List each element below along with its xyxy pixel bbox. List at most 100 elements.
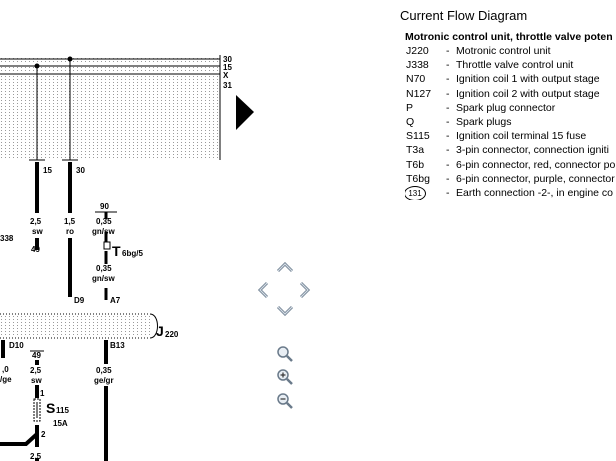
fuse-sub-label: 115 xyxy=(56,406,69,415)
legend-desc: 6-pin connector, purple, connector xyxy=(456,172,615,185)
legend-desc: Throttle valve control unit xyxy=(456,59,574,72)
legend-item: Q-Spark plugs xyxy=(405,115,616,129)
legend-code: N70 xyxy=(406,73,426,86)
legend-item: P-Spark plug connector xyxy=(405,101,616,115)
legend-desc: Spark plugs xyxy=(456,115,512,128)
legend-item: 131 -Earth connection -2-, in engine co xyxy=(405,185,616,201)
legend-dash: - xyxy=(446,186,450,199)
pin-label: A7 xyxy=(110,296,121,305)
bus-label-15: 15 xyxy=(223,63,232,72)
earth-connection-icon: 131 xyxy=(405,185,426,201)
wire-size-label: ,0 xyxy=(2,365,9,374)
wire-size-label: 2,5 xyxy=(30,366,42,375)
legend-desc: Spark plug connector xyxy=(456,101,556,114)
legend-desc: Ignition coil terminal 15 fuse xyxy=(456,130,587,143)
fuse-pin-label: 1 xyxy=(40,389,45,398)
zoom-fit-button[interactable] xyxy=(276,345,294,363)
chevron-left-icon xyxy=(257,281,269,299)
legend-item: N70 -Ignition coil 1 with output stage xyxy=(405,72,616,86)
terminal-label-15: 15 xyxy=(43,166,52,175)
legend-desc: Ignition coil 1 with output stage xyxy=(456,73,600,86)
legend-code: S115 xyxy=(406,130,430,143)
legend-dash: - xyxy=(446,87,450,100)
zoom-out-icon xyxy=(277,393,293,409)
zoom-in-button[interactable] xyxy=(276,368,294,386)
terminal-label-90: 90 xyxy=(100,202,109,211)
component-label-j338: 338 xyxy=(0,234,14,243)
legend-code: T6bg xyxy=(406,172,430,185)
triangle-right-icon[interactable] xyxy=(236,95,254,130)
chevron-up-icon xyxy=(276,261,294,273)
wire-lower-left: D10 ,0 /ge xyxy=(0,340,24,384)
fuse-rating-label: 15A xyxy=(53,419,68,428)
legend-desc: 6-pin connector, red, connector po xyxy=(456,158,616,171)
legend-dash: - xyxy=(446,144,450,157)
legend-item: T3a -3-pin connector, connection igniti xyxy=(405,143,616,157)
relay-panel-top xyxy=(0,58,220,158)
pan-down-button[interactable] xyxy=(276,305,294,317)
wire-size-label: 0,35 xyxy=(96,264,112,273)
wire-size-label: 2,5 xyxy=(30,217,42,226)
wire-mid: 30 1,5 ro D9 xyxy=(64,162,85,305)
control-unit-j220: J 220 xyxy=(0,313,179,339)
chevron-down-icon xyxy=(276,305,294,317)
pin-label: B13 xyxy=(110,341,125,350)
connector-t6bg xyxy=(103,241,111,250)
legend-code: 131 xyxy=(405,185,426,201)
bus-label-31: 31 xyxy=(223,81,232,90)
zoom-fit-icon xyxy=(277,346,293,362)
wire-color-label: gn/sw xyxy=(92,274,115,283)
legend-code: J338 xyxy=(406,59,429,72)
legend-dash: - xyxy=(446,158,450,171)
zoom-out-button[interactable] xyxy=(276,392,294,410)
legend-dash: - xyxy=(446,45,450,57)
connector-label-t6bg: T xyxy=(112,243,121,259)
legend: Motronic control unit, throttle valve po… xyxy=(405,30,616,201)
component-sub-label: 220 xyxy=(165,330,179,339)
legend-item: J338 -Throttle valve control unit xyxy=(405,58,616,72)
chevron-right-icon xyxy=(299,281,311,299)
bus-label-x: X xyxy=(223,71,229,80)
pan-right-button[interactable] xyxy=(299,281,311,299)
fuse-pin-label: 2 xyxy=(41,430,46,439)
legend-item: N127-Ignition coil 2 with output stage xyxy=(405,87,616,101)
wire-size-label: 1,5 xyxy=(64,217,76,226)
legend-heading: Motronic control unit, throttle valve po… xyxy=(405,31,613,43)
wire-color-label: sw xyxy=(31,376,42,385)
fuse-label-s115: S xyxy=(46,400,55,416)
wire-color-label: /ge xyxy=(0,375,12,384)
legend-dash: - xyxy=(446,130,450,143)
pan-left-button[interactable] xyxy=(257,281,269,299)
wire-lower-right: B13 0,35 ge/gr xyxy=(94,340,125,461)
legend-dash: - xyxy=(446,172,450,185)
connector-sub-label: 6bg/5 xyxy=(122,249,143,258)
wire-fuse-branch: 49 2,5 sw 1 S 115 15A 2 2,5 xyxy=(0,350,69,461)
wire-color-label: ge/gr xyxy=(94,376,114,385)
wiring-diagram: 30 15 X 31 15 2,5 sw 49 338 30 1,5 ro D9 xyxy=(0,55,254,461)
legend-desc: Motronic control unit xyxy=(456,45,551,57)
legend-item: T6b -6-pin connector, red, connector po xyxy=(405,158,616,172)
wire-size-label: 0,35 xyxy=(96,217,112,226)
legend-dash: - xyxy=(446,101,450,114)
legend-dash: - xyxy=(446,59,450,72)
pin-label: D10 xyxy=(9,341,24,350)
legend-desc: Earth connection -2-, in engine co xyxy=(456,186,614,199)
wire-size-label: 0,35 xyxy=(96,366,112,375)
zoom-in-icon xyxy=(277,369,293,385)
bus-label-30: 30 xyxy=(223,55,232,64)
pan-up-button[interactable] xyxy=(276,261,294,273)
legend-code: J220 xyxy=(406,45,429,57)
legend-code: T3a xyxy=(406,144,425,157)
wire-color-label: sw xyxy=(32,227,43,236)
legend-item: S115 -Ignition coil terminal 15 fuse xyxy=(405,129,616,143)
wire-color-label: ro xyxy=(66,227,74,236)
legend-code: T6b xyxy=(406,158,425,171)
diagram-title: Current Flow Diagram xyxy=(400,8,528,23)
legend-code: Q xyxy=(406,115,415,128)
wire-color-label: gn/sw xyxy=(92,227,115,236)
pin-label: 49 xyxy=(31,245,40,254)
legend-dash: - xyxy=(446,73,450,86)
legend-desc: 3-pin connector, connection igniti xyxy=(456,144,609,157)
bus-labels: 30 15 X 31 xyxy=(223,55,232,90)
component-label-j220: J xyxy=(156,323,164,339)
